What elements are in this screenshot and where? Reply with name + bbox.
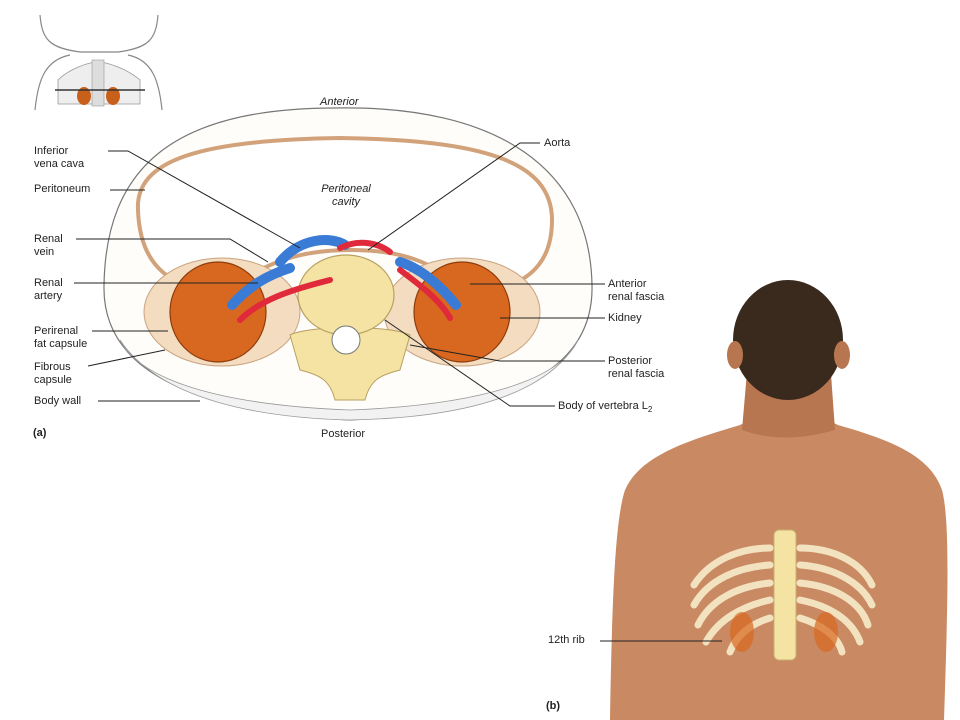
fibrous-capsule-label: Fibrous capsule — [34, 361, 72, 386]
peritoneum-label: Peritoneum — [34, 183, 91, 195]
aorta — [237, 239, 453, 323]
ear-right — [834, 341, 850, 369]
body-wall-label: Body wall — [34, 395, 82, 407]
rib-label: 12th rib — [548, 634, 585, 646]
peritoneal-cavity-label: Peritoneal cavity — [321, 183, 371, 208]
body-wall — [119, 339, 579, 421]
torso-thumbnail — [34, 14, 163, 111]
vertebral-body — [297, 254, 395, 336]
vertebra-subscript: 2 — [647, 405, 653, 415]
aorta-label: Aorta — [544, 137, 571, 149]
leader-lines-a — [74, 142, 605, 407]
posterior-label: Posterior — [321, 428, 366, 440]
vertebra-label: Body of vertebra L2 — [558, 400, 653, 415]
renal-vein-label: Renal vein — [34, 233, 63, 258]
kidney-left-b — [730, 612, 754, 652]
back-photo — [600, 280, 948, 720]
renal-artery-label: Renal artery — [34, 277, 63, 302]
spine — [773, 529, 797, 661]
panel-a-letter: (a) — [33, 427, 47, 439]
kidney-label: Kidney — [608, 312, 642, 324]
left-kidney — [169, 261, 267, 363]
anterior-fascia-label: Anterior renal fascia — [608, 278, 665, 303]
vena-cava — [227, 235, 461, 310]
posterior-fascia-label: Posterior renal fascia — [608, 355, 665, 380]
head — [733, 280, 843, 400]
kidney-right-b — [814, 612, 838, 652]
anterior-label: Anterior — [320, 96, 359, 108]
perirenal-label: Perirenal fat capsule — [34, 325, 88, 350]
cross-section — [103, 107, 593, 421]
panel-b-letter: (b) — [546, 700, 561, 712]
ivc-label: Inferior vena cava — [34, 145, 85, 170]
spinal-canal — [331, 325, 361, 355]
ear-left — [727, 341, 743, 369]
